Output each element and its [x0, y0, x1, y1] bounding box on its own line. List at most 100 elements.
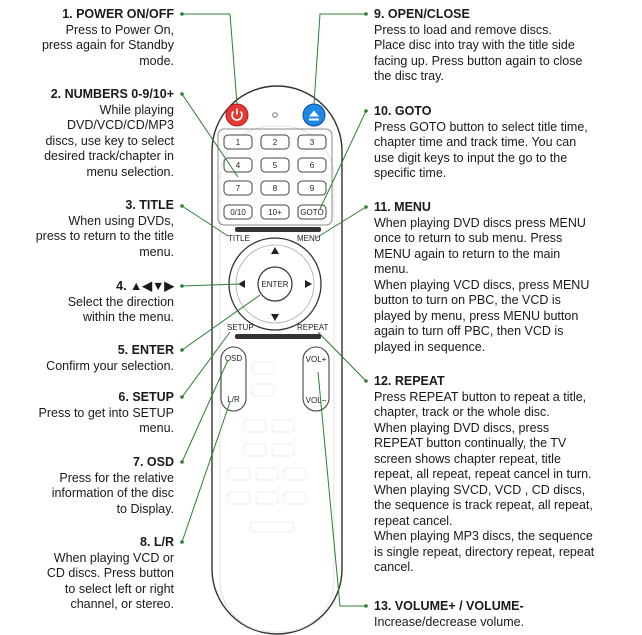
- label-openclose-text: Press to load and remove discs. Place di…: [374, 22, 583, 84]
- label-direction-text: Select the direction within the menu.: [67, 294, 174, 325]
- label-power-title: 1. POWER ON/OFF: [62, 7, 174, 21]
- arrow-down-icon[interactable]: [271, 314, 279, 321]
- label-repeat: 12. REPEAT Press REPEAT button to repeat…: [374, 374, 594, 576]
- enter-label: ENTER: [261, 280, 288, 289]
- label-numbers-title: 2. NUMBERS 0-9/10+: [50, 87, 174, 101]
- key-button-6[interactable]: [297, 157, 327, 173]
- key-button-0-10[interactable]: [223, 204, 253, 220]
- label-repeat-title: 12. REPEAT: [374, 374, 445, 388]
- eject-icon: [309, 110, 319, 121]
- key-button-2[interactable]: [260, 134, 290, 150]
- volume-minus-button[interactable]: VOL−: [306, 396, 327, 405]
- leader-openclose: [313, 13, 366, 105]
- label-setup-title: 6. SETUP: [118, 390, 174, 404]
- arrow-right-icon[interactable]: [305, 280, 312, 288]
- leader-lines: [181, 13, 367, 607]
- label-goto-title: 10. GOTO: [374, 104, 432, 118]
- leader-title: [181, 205, 229, 237]
- key-button-10-[interactable]: [260, 204, 290, 220]
- title-menu-bar: [235, 227, 321, 232]
- arrow-up-icon[interactable]: [271, 247, 279, 254]
- key-button-3[interactable]: [297, 134, 327, 150]
- repeat-button[interactable]: REPEAT: [297, 323, 329, 332]
- volume-plus-button[interactable]: VOL+: [306, 355, 327, 364]
- keypad-frame: [217, 128, 333, 226]
- leader-numbers: [181, 93, 239, 178]
- key-button-goto[interactable]: [297, 204, 327, 220]
- leader-goto: [319, 110, 367, 210]
- label-menu-text: When playing DVD discs press MENU once t…: [374, 215, 590, 354]
- key-button-5[interactable]: [260, 157, 290, 173]
- key-label: 7: [236, 184, 241, 193]
- title-button[interactable]: TITLE: [228, 234, 250, 243]
- key-label: 1: [236, 138, 241, 147]
- key-label: 0/10: [230, 208, 246, 217]
- label-goto-text: Press GOTO button to select title time, …: [374, 119, 588, 181]
- leader-volume: [317, 371, 366, 607]
- label-osd-text: Press for the relative information of th…: [51, 470, 174, 516]
- key-label: 2: [273, 138, 278, 147]
- label-enter-title: 5. ENTER: [117, 343, 174, 357]
- label-numbers-text: While playing DVD/VCD/CD/MP3 discs, use …: [44, 102, 174, 179]
- label-osd: 7. OSD Press for the relative informatio…: [52, 455, 174, 517]
- key-button-4[interactable]: [223, 157, 253, 173]
- enter-button[interactable]: [257, 266, 293, 302]
- leader-enter: [181, 294, 261, 351]
- key-button-7[interactable]: [223, 180, 253, 196]
- volume-pill: [302, 346, 330, 412]
- label-menu-title: 11. MENU: [374, 200, 431, 214]
- label-title: 3. TITLE When using DVDs, press to retur…: [36, 198, 174, 260]
- label-lr-text: When playing VCD or CD discs. Press butt…: [46, 550, 174, 612]
- key-label: 6: [310, 161, 315, 170]
- power-button[interactable]: [225, 103, 249, 127]
- leader-power: [182, 13, 238, 105]
- label-repeat-text: Press REPEAT button to repeat a title, c…: [374, 389, 595, 575]
- lr-button[interactable]: L/R: [227, 395, 240, 404]
- label-volume: 13. VOLUME+ / VOLUME- Increase/decrease …: [374, 599, 524, 630]
- key-button-1[interactable]: [223, 134, 253, 150]
- osd-lr-pill: [220, 346, 247, 412]
- osd-button[interactable]: OSD: [225, 354, 243, 363]
- key-label: 8: [273, 184, 278, 193]
- key-label: 9: [310, 184, 315, 193]
- menu-button[interactable]: MENU: [297, 234, 321, 243]
- setup-repeat-bar: [235, 334, 321, 339]
- label-lr: 8. L/R When playing VCD or CD discs. Pre…: [47, 535, 174, 613]
- label-numbers: 2. NUMBERS 0-9/10+ While playing DVD/VCD…: [44, 87, 174, 180]
- label-volume-title: 13. VOLUME+ / VOLUME-: [374, 599, 524, 613]
- key-label: 5: [273, 161, 278, 170]
- label-enter-text: Confirm your selection.: [46, 358, 174, 373]
- setup-button[interactable]: SETUP: [227, 323, 254, 332]
- label-direction: 4. ▲◀▼▶ Select the direction within the …: [68, 279, 174, 326]
- label-enter: 5. ENTER Confirm your selection.: [46, 343, 174, 374]
- leader-lr: [181, 401, 231, 543]
- leader-menu: [315, 206, 367, 239]
- label-power-text: Press to Power On, press again for Stand…: [41, 22, 174, 68]
- arrow-left-icon[interactable]: [238, 280, 245, 288]
- leader-dots: [180, 12, 368, 608]
- remote-body: [211, 85, 343, 635]
- key-label: 3: [310, 138, 315, 147]
- leader-setup: [181, 331, 231, 398]
- indicator-led: [272, 112, 278, 118]
- key-button-9[interactable]: [297, 180, 327, 196]
- label-setup: 6. SETUP Press to get into SETUP menu.: [39, 390, 174, 437]
- key-label: 10+: [268, 208, 282, 217]
- label-volume-text: Increase/decrease volume.: [374, 614, 525, 629]
- label-menu: 11. MENU When playing DVD discs press ME…: [374, 200, 589, 355]
- label-power: 1. POWER ON/OFF Press to Power On, press…: [42, 7, 174, 69]
- leader-osd: [181, 359, 229, 463]
- label-openclose: 9. OPEN/CLOSE Press to load and remove d…: [374, 7, 582, 85]
- leader-direction: [181, 283, 241, 287]
- label-goto: 10. GOTO Press GOTO button to select tit…: [374, 104, 588, 182]
- remote-inner-outline: [219, 125, 335, 633]
- key-button-8[interactable]: [260, 180, 290, 196]
- label-setup-text: Press to get into SETUP menu.: [38, 405, 174, 436]
- label-lr-title: 8. L/R: [139, 535, 174, 549]
- label-osd-title: 7. OSD: [133, 455, 174, 469]
- label-openclose-title: 9. OPEN/CLOSE: [374, 7, 470, 21]
- power-icon: [231, 108, 243, 121]
- remote-faint-buttons: [227, 361, 307, 533]
